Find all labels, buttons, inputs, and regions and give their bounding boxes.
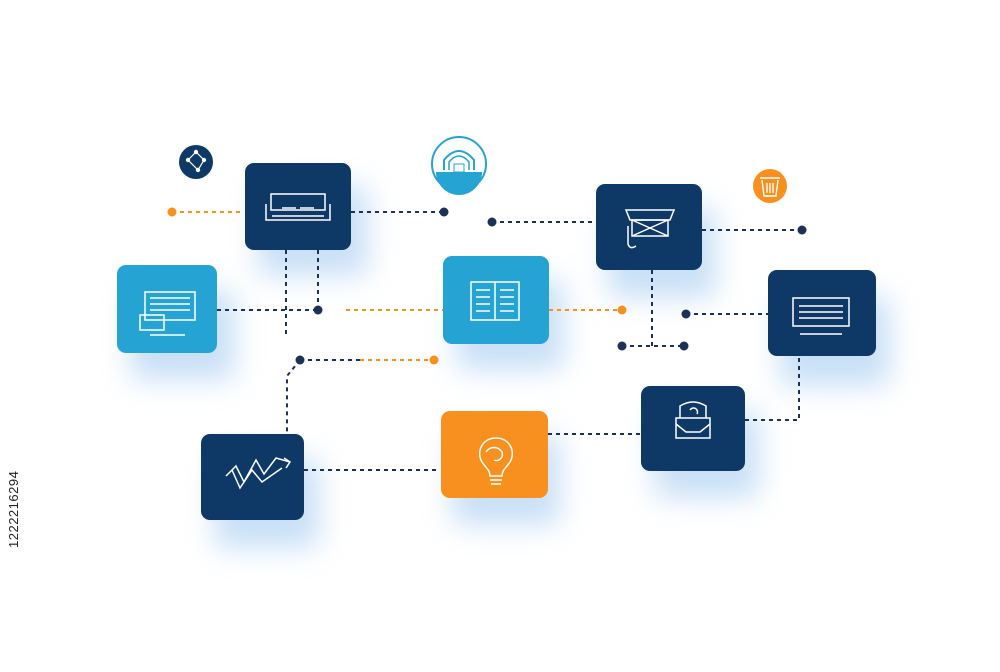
connector-line xyxy=(745,356,800,421)
connector-dot xyxy=(797,225,807,235)
connector-dot xyxy=(487,217,497,227)
connector-dot xyxy=(617,305,627,315)
screen-icon xyxy=(792,297,850,335)
stock-id-label: 1222216294 xyxy=(6,470,21,548)
connector-dot xyxy=(679,341,689,351)
lightbulb-icon xyxy=(478,437,514,485)
connector-dot xyxy=(429,355,439,365)
screen-card xyxy=(768,270,876,356)
chart-card xyxy=(201,434,304,520)
box-icon xyxy=(675,401,711,439)
connector-dot xyxy=(167,207,177,217)
connector-dot xyxy=(617,341,627,351)
connector-dots xyxy=(167,207,807,365)
cart-icon xyxy=(624,209,676,249)
connector-line xyxy=(286,359,301,434)
bin-badge xyxy=(753,169,787,203)
connector-dot xyxy=(295,355,305,365)
network-icon xyxy=(185,149,207,173)
connector-dot xyxy=(313,305,323,315)
connector-dot xyxy=(681,309,691,319)
connectors xyxy=(172,211,802,471)
sofa-card xyxy=(245,163,351,250)
bulb-card xyxy=(441,411,548,498)
monitor-icon xyxy=(139,291,196,336)
book-card xyxy=(443,256,549,344)
box-card xyxy=(641,386,745,471)
network-badge xyxy=(179,145,213,179)
sofa-icon xyxy=(265,193,331,221)
connector-dot xyxy=(439,207,449,217)
dome-icon xyxy=(436,150,482,195)
dome-badge xyxy=(431,136,487,195)
cart-card xyxy=(596,184,702,270)
monitor-card xyxy=(117,265,217,353)
trend-chart-icon xyxy=(225,457,292,490)
open-book-icon xyxy=(470,281,520,321)
bin-icon xyxy=(760,177,780,197)
